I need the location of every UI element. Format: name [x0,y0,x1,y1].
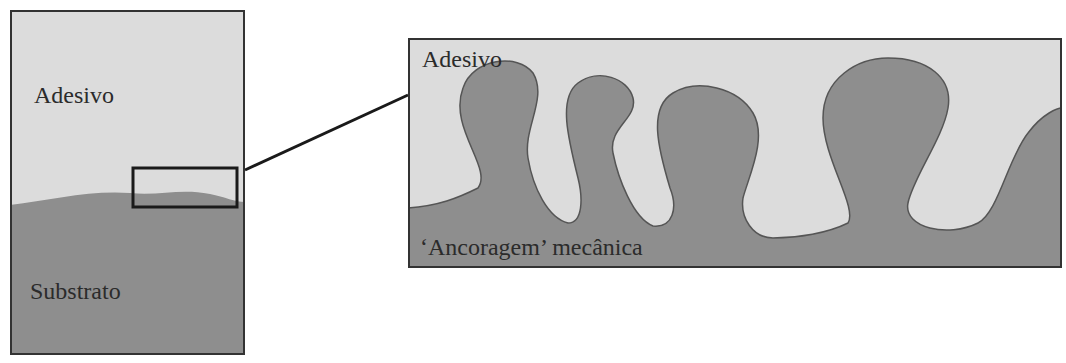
region-label: Adesivo [34,82,114,108]
panel-illustration [408,38,1062,268]
zoom-leader [245,95,408,170]
overview-panel: AdesivoSubstrato [10,10,245,355]
region-label: ‘Ancoragem’ mecânica [420,234,643,260]
region-label: Adesivo [422,46,502,72]
region-label: Substrato [30,278,121,304]
zoom-panel: Adesivo ‘Ancoragem’ mecânica [408,38,1062,268]
